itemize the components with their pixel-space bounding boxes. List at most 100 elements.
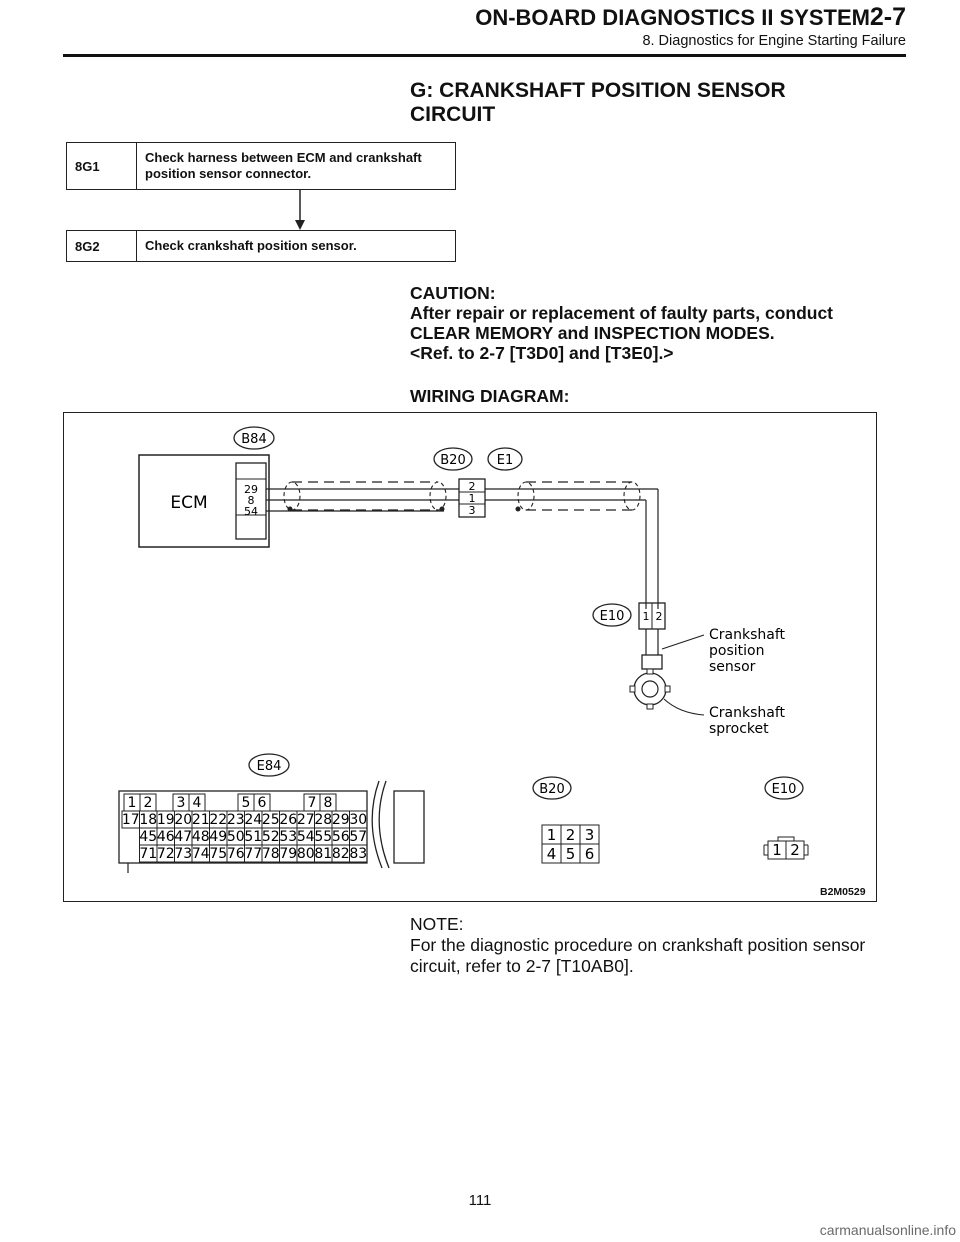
e84-pin-label: 76: [227, 846, 245, 862]
e84-pin-label: 18: [139, 812, 157, 828]
tag-e1: [487, 447, 523, 471]
wiring-diagram-label: WIRING DIAGRAM:: [410, 386, 570, 406]
e84-pin-label: 54: [297, 829, 315, 845]
step-box-8g2: 8G2 Check crankshaft position sensor.: [66, 230, 456, 262]
b20-face-pin-label: 4: [547, 845, 557, 863]
tag-b20-face: [532, 776, 572, 800]
tag-e10-face: [764, 776, 804, 800]
section-title: G: CRANKSHAFT POSITION SENSOR CIRCUIT: [410, 79, 840, 127]
e84-pin-label: 7: [308, 795, 317, 811]
e84-pin-label: 45: [139, 829, 157, 845]
header-subtitle: 8. Diagnostics for Engine Starting Failu…: [642, 33, 906, 49]
e10-face-pin-label: 2: [790, 841, 800, 859]
ecm-label: ECM: [170, 493, 207, 513]
wiring-diagram: B84 ECM 29 8 54 B20 E1 2 1 3: [63, 412, 877, 902]
e84-pin-label: 48: [192, 829, 210, 845]
e10-face-pin-label: 1: [772, 841, 782, 859]
e84-pin-label: 24: [244, 812, 262, 828]
header-title: ON-BOARD DIAGNOSTICS II SYSTEM: [475, 5, 870, 30]
tag-e10-text: E10: [600, 609, 625, 624]
e84-pin-label: 2: [144, 795, 153, 811]
tag-e84: [248, 753, 290, 777]
caution-line2: CLEAR MEMORY and INSPECTION MODES.: [410, 323, 775, 343]
e10-face-pin-cell: [785, 840, 805, 860]
e84-pin-label: 73: [174, 846, 192, 862]
e84-pin-label: 20: [174, 812, 192, 828]
e84-pin-label: 17: [122, 812, 140, 828]
ecm-box: [138, 454, 270, 548]
caution-line3: <Ref. to 2-7 [T3D0] and [T3E0].>: [410, 343, 674, 363]
e10-pin: 2: [656, 610, 663, 623]
e84-pin-label: 19: [157, 812, 175, 828]
ecm-pin: 54: [244, 505, 258, 518]
note-line2: circuit, refer to 2-7 [T10AB0].: [410, 956, 634, 976]
e10-pin: 1: [643, 610, 650, 623]
tag-b84-text: B84: [241, 432, 266, 447]
e84-pin-label: 1: [128, 795, 137, 811]
e84-pin-label: 78: [262, 846, 280, 862]
e84-pin-label: 83: [349, 846, 367, 862]
e84-pin-label: 79: [279, 846, 297, 862]
e84-pin-label: 46: [157, 829, 175, 845]
e84-pin-label: 50: [227, 829, 245, 845]
sprocket: [633, 672, 667, 706]
step-text: Check crankshaft position sensor.: [145, 238, 357, 253]
e84-pin-label: 80: [297, 846, 315, 862]
b20-face-pin-label: 6: [585, 845, 595, 863]
e84-pin-label: 57: [349, 829, 367, 845]
wiring-diagram-svg: B84 ECM 29 8 54 B20 E1 2 1 3: [118, 426, 809, 873]
ecm-pin: 8: [248, 494, 255, 507]
e84-pin-cell: [349, 844, 368, 863]
step-box-8g1: 8G1 Check harness between ECM and cranks…: [66, 142, 456, 190]
e84-pin-label: 23: [227, 812, 245, 828]
e84-pin-label: 27: [297, 812, 315, 828]
tag-e10-face-text: E10: [772, 782, 797, 797]
tag-e1-text: E1: [497, 453, 514, 468]
b20-face-pin-label: 1: [547, 826, 557, 844]
e84-pin-label: 5: [242, 795, 251, 811]
section-title-line2: CIRCUIT: [410, 103, 496, 126]
sensor-label-line: position: [709, 643, 764, 659]
tag-b20-face-text: B20: [539, 782, 564, 797]
e84-pin-label: 82: [332, 846, 350, 862]
sprocket-label-line: sprocket: [709, 721, 769, 737]
e84-pin-label: 53: [279, 829, 297, 845]
ecm-connector: [235, 462, 267, 540]
e84-pin-label: 4: [193, 795, 202, 811]
tag-b84: [233, 426, 275, 450]
b20-pin: 2: [469, 480, 476, 493]
tag-e84-text: E84: [257, 759, 282, 774]
e84-pin-label: 29: [332, 812, 350, 828]
e84-pin-label: 25: [262, 812, 280, 828]
e84-pin-label: 52: [262, 829, 280, 845]
sensor-label-line: Crankshaft: [709, 627, 786, 643]
e84-pin-label: 55: [314, 829, 332, 845]
b20-face-pin-label: 5: [566, 845, 576, 863]
e84-pin-label: 26: [279, 812, 297, 828]
figure-id: B2M0529: [820, 886, 866, 898]
ecm-pin: 29: [244, 483, 258, 496]
e84-pin-label: 74: [192, 846, 210, 862]
e84-pin-label: 21: [192, 812, 210, 828]
flow-arrow: [295, 190, 305, 230]
tag-b20-text: B20: [440, 453, 465, 468]
caution-block: CAUTION: After repair or replacement of …: [410, 283, 880, 363]
e84-pin-label: 51: [244, 829, 262, 845]
b20-face-pin-cell: [579, 843, 600, 864]
e84-pin-label: 56: [332, 829, 350, 845]
note-line1: For the diagnostic procedure on cranksha…: [410, 935, 866, 955]
step-code: 8G1: [67, 143, 137, 189]
e84-pin-label: 6: [258, 795, 267, 811]
watermark: carmanualsonline.info: [819, 1222, 956, 1238]
tag-b20: [433, 447, 473, 471]
e10-face-outline: [763, 836, 809, 856]
page-number: 111: [468, 1192, 492, 1209]
caution-line1: After repair or replacement of faulty pa…: [410, 303, 834, 323]
e84-pin-label: 30: [349, 812, 367, 828]
header-rule: [63, 54, 906, 57]
note-block: NOTE: For the diagnostic procedure on cr…: [410, 914, 880, 977]
e84-pin-label: 3: [177, 795, 186, 811]
